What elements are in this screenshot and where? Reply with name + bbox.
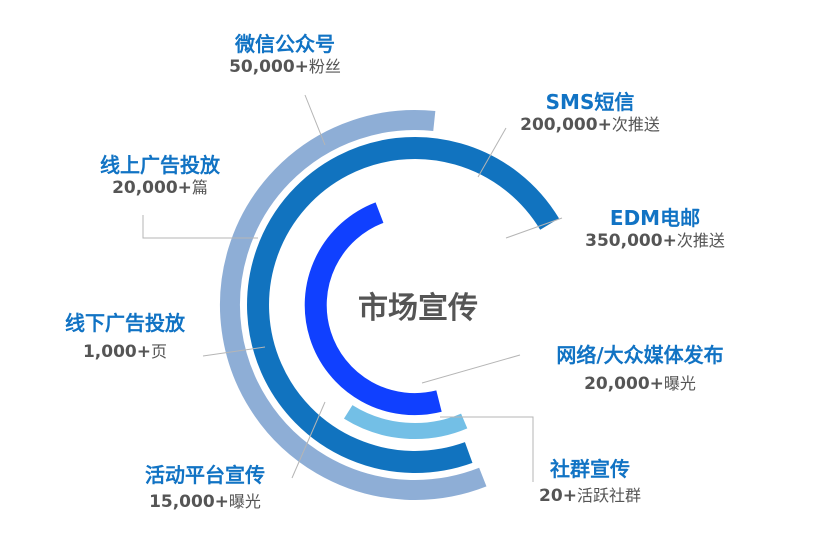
channel-number: 350,000+ xyxy=(585,231,677,251)
channel-unit: 篇 xyxy=(191,178,208,197)
channel-unit: 活跃社群 xyxy=(576,486,641,505)
middle-ring-arc xyxy=(247,137,560,473)
label-offline-ads: 线下广告投放 1,000+页 xyxy=(65,311,185,363)
channel-number: 20+ xyxy=(539,486,577,506)
channel-title: SMS短信 xyxy=(545,90,635,114)
channel-title: 线下广告投放 xyxy=(65,311,185,335)
channel-title: 微信公众号 xyxy=(235,32,335,56)
leader-line-media xyxy=(421,354,521,384)
center-title: 市场宣传 xyxy=(358,291,478,326)
channel-title: 活动平台宣传 xyxy=(145,463,265,487)
channel-number: 50,000+ xyxy=(229,57,309,77)
label-community: 社群宣传 20+活跃社群 xyxy=(539,457,641,507)
channel-number: 15,000+ xyxy=(149,492,229,512)
channel-number: 20,000+ xyxy=(584,374,664,394)
leader-line-edm xyxy=(505,217,563,239)
channel-unit: 曝光 xyxy=(663,374,696,393)
label-sms: SMS短信 200,000+次推送 xyxy=(520,90,660,136)
channel-unit: 页 xyxy=(151,342,168,361)
channel-number: 200,000+ xyxy=(520,115,612,135)
label-wechat: 微信公众号 50,000+粉丝 xyxy=(229,32,341,78)
channel-title: 线上广告投放 xyxy=(100,153,220,177)
leader-line-offline-ads xyxy=(202,346,266,357)
leader-line-community xyxy=(440,416,534,482)
label-events: 活动平台宣传 15,000+曝光 xyxy=(145,463,265,513)
channel-number: 1,000+ xyxy=(82,342,151,362)
leader-line-events xyxy=(291,401,326,479)
leader-line-sms xyxy=(477,127,507,178)
inner-ring-arc xyxy=(304,202,442,416)
channel-title: EDM电邮 xyxy=(609,206,701,230)
label-online-ads: 线上广告投放 20,000+篇 xyxy=(100,153,220,199)
label-media: 网络/大众媒体发布 20,000+曝光 xyxy=(556,343,723,395)
leader-line-wechat xyxy=(304,94,326,146)
label-edm: EDM电邮 350,000+次推送 xyxy=(585,206,725,252)
channel-unit: 次推送 xyxy=(611,115,660,134)
community-ring-arc xyxy=(343,405,468,439)
channel-unit: 曝光 xyxy=(228,492,261,511)
channel-title: 网络/大众媒体发布 xyxy=(556,343,724,367)
channel-unit: 粉丝 xyxy=(308,57,341,76)
channel-unit: 次推送 xyxy=(676,231,725,250)
leader-line-online-ads xyxy=(142,215,258,239)
outer-ring-arc xyxy=(219,110,487,500)
channel-number: 20,000+ xyxy=(112,178,192,198)
channel-title: 社群宣传 xyxy=(549,457,630,481)
